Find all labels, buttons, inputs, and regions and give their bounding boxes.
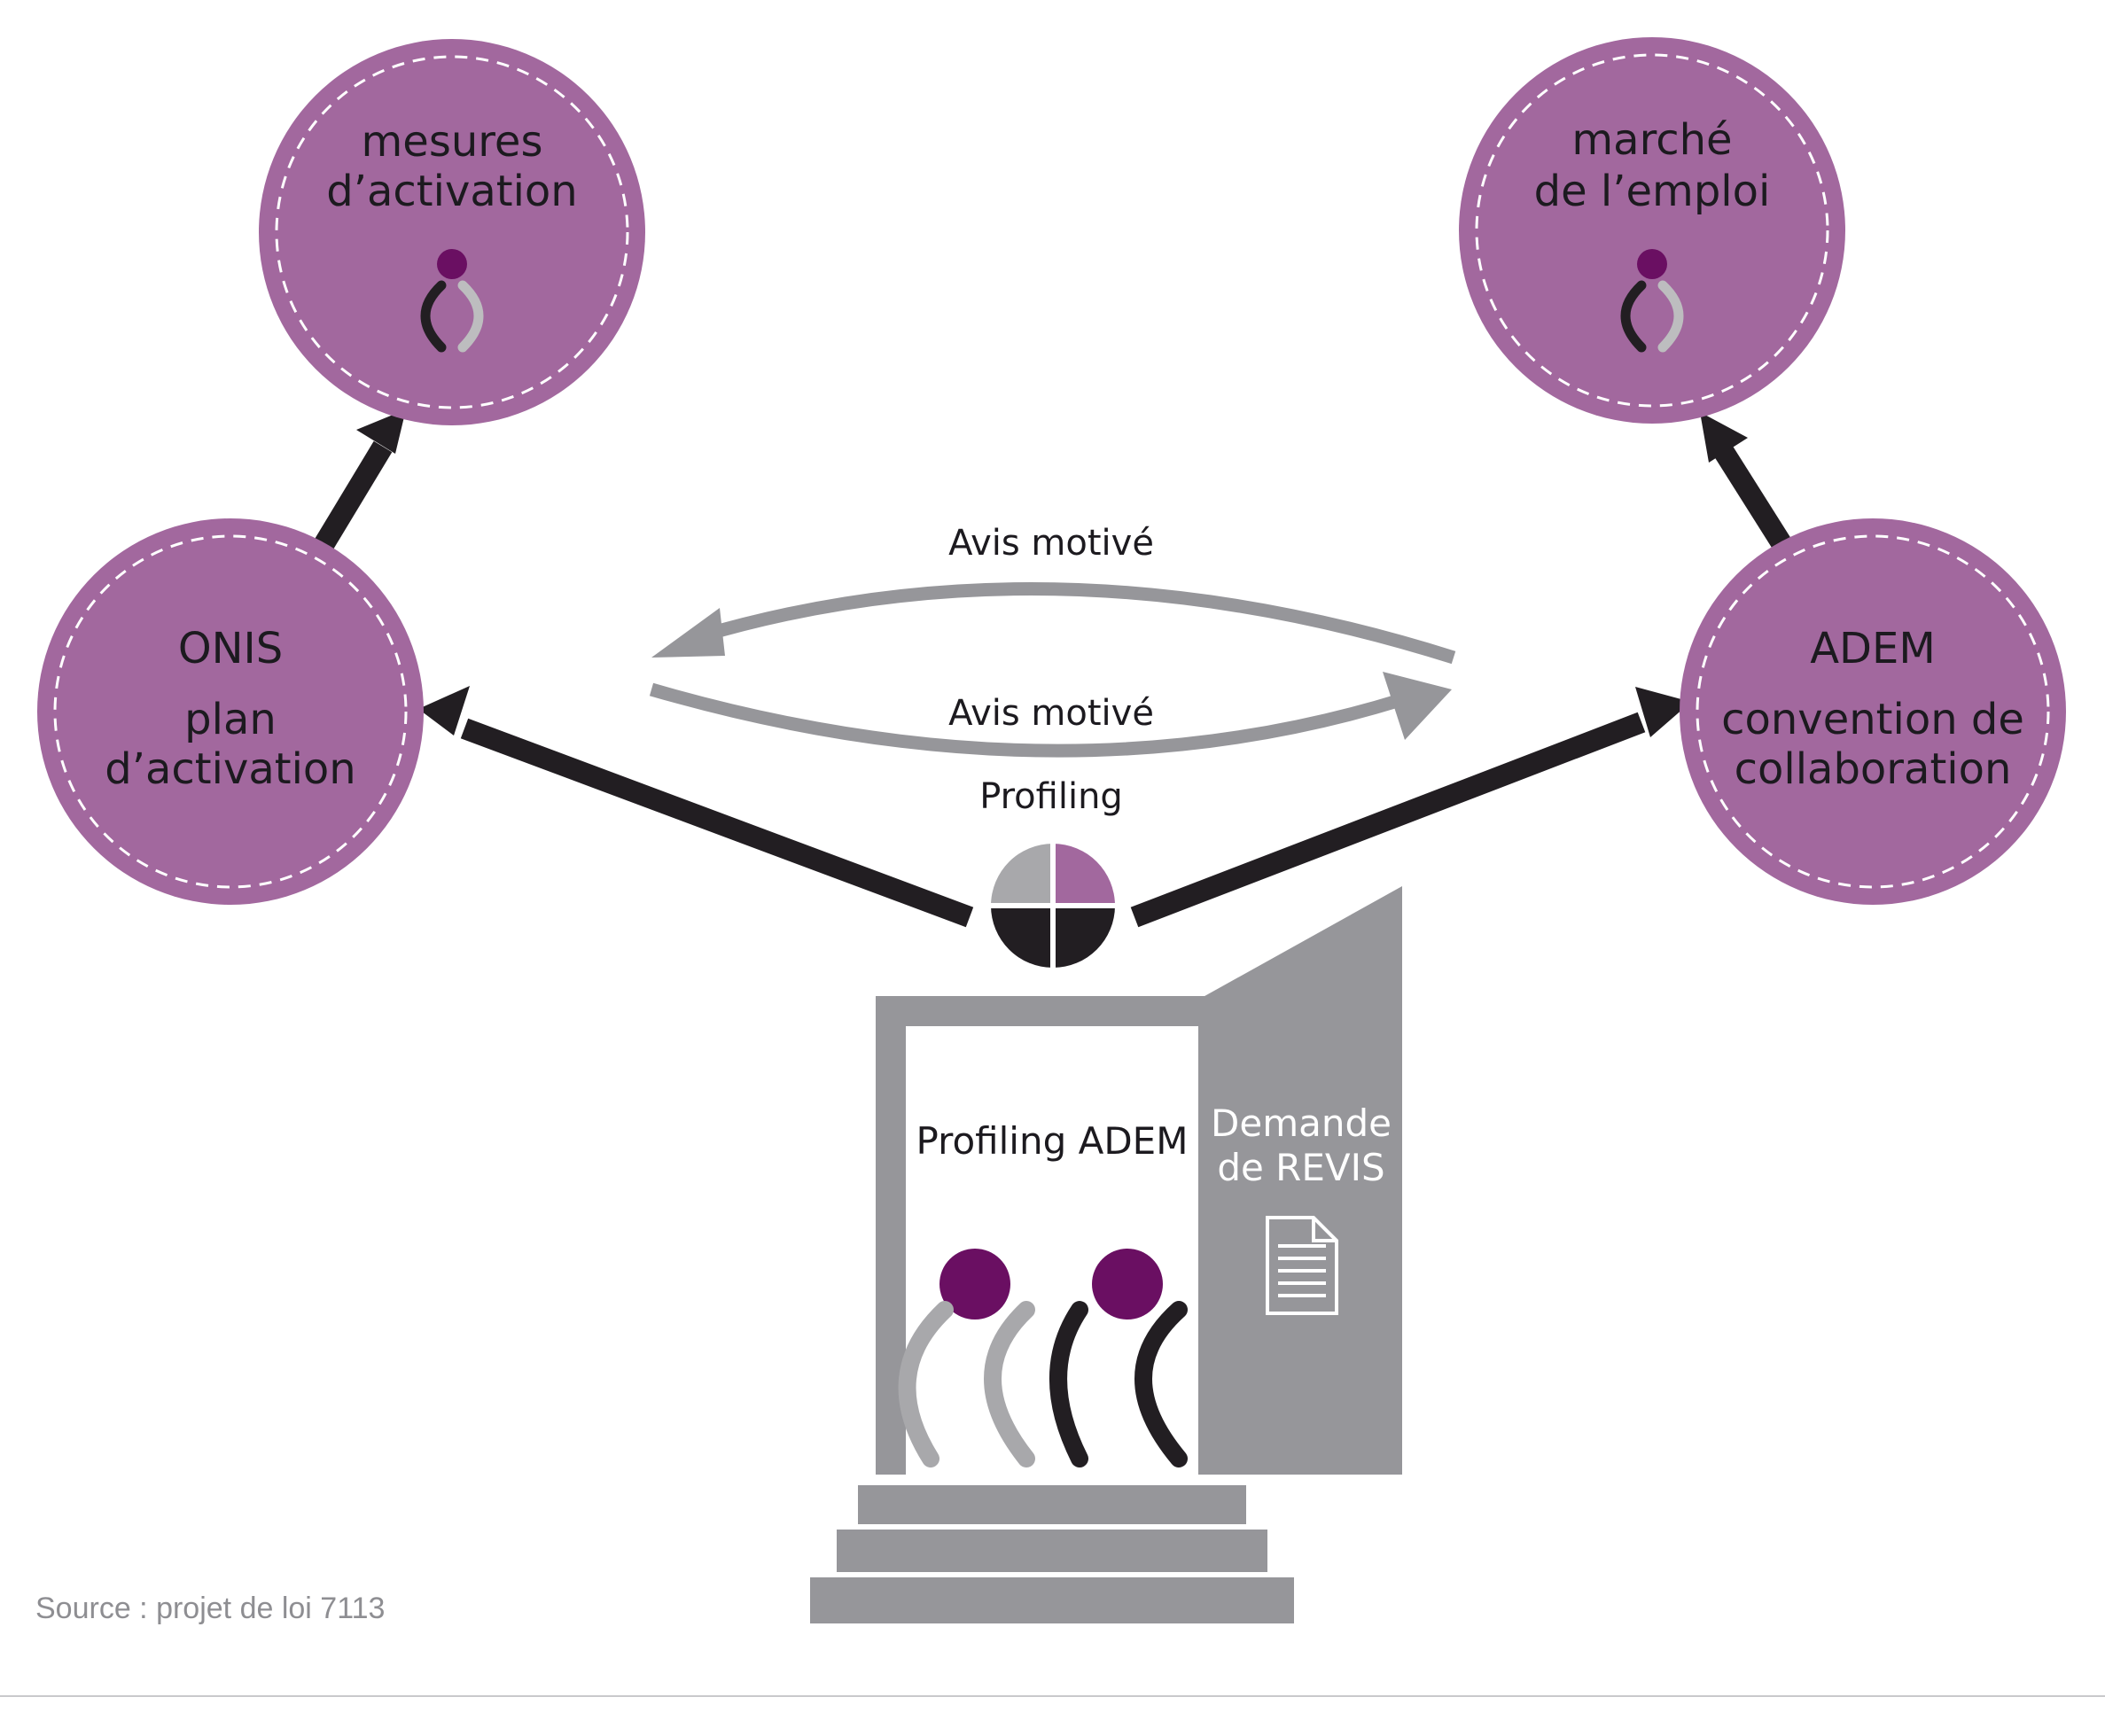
- circle-mesures-activation: mesures d’activation: [259, 39, 645, 425]
- mesures-line1: mesures: [362, 117, 543, 167]
- adem-line1: convention de: [1721, 695, 2024, 744]
- quadrant-pie-icon: [989, 842, 1117, 969]
- marche-line1: marché: [1571, 115, 1732, 165]
- step-bottom: [810, 1577, 1294, 1623]
- panel-line1: Demande: [1211, 1102, 1392, 1145]
- adem-title: ADEM: [1810, 624, 1936, 673]
- document-icon: [1266, 1216, 1338, 1315]
- door-label: Profiling ADEM: [916, 1119, 1189, 1163]
- open-door-panel: [1198, 886, 1402, 1475]
- person-gray-icon: [898, 1249, 1035, 1467]
- source-note: Source : projet de loi 7113: [35, 1592, 386, 1625]
- step-middle: [837, 1530, 1267, 1572]
- avis-motive-top-label: Avis motivé: [948, 523, 1154, 564]
- onis-line1: plan: [184, 695, 277, 744]
- arrow-avis-motive-bottom: [649, 672, 1452, 758]
- step-top: [858, 1485, 1246, 1524]
- marche-line2: de l’emploi: [1534, 167, 1771, 216]
- profiling-label: Profiling: [979, 776, 1123, 817]
- panel-line2: de REVIS: [1217, 1146, 1384, 1189]
- arrow-adem-to-marche: [1700, 412, 1791, 549]
- building: Profiling ADEM Demande de REVIS: [810, 886, 1402, 1623]
- avis-motive-bottom-label: Avis motivé: [948, 693, 1154, 734]
- onis-title: ONIS: [178, 624, 283, 673]
- person-dark-icon: [1049, 1249, 1188, 1467]
- divider: [0, 1695, 2105, 1697]
- onis-line2: d’activation: [105, 744, 355, 794]
- arrow-profiling-to-adem: [1130, 687, 1691, 928]
- circle-marche-emploi: marché de l’emploi: [1459, 37, 1845, 424]
- adem-line2: collaboration: [1735, 744, 2012, 794]
- arrow-avis-motive-top: [651, 581, 1456, 665]
- mesures-line2: d’activation: [326, 167, 577, 216]
- arrow-profiling-to-onis: [418, 686, 974, 928]
- circle-adem: ADEM convention de collaboration: [1680, 518, 2066, 905]
- circle-onis: ONIS plan d’activation: [37, 518, 424, 905]
- arrow-onis-to-mesures: [314, 409, 406, 551]
